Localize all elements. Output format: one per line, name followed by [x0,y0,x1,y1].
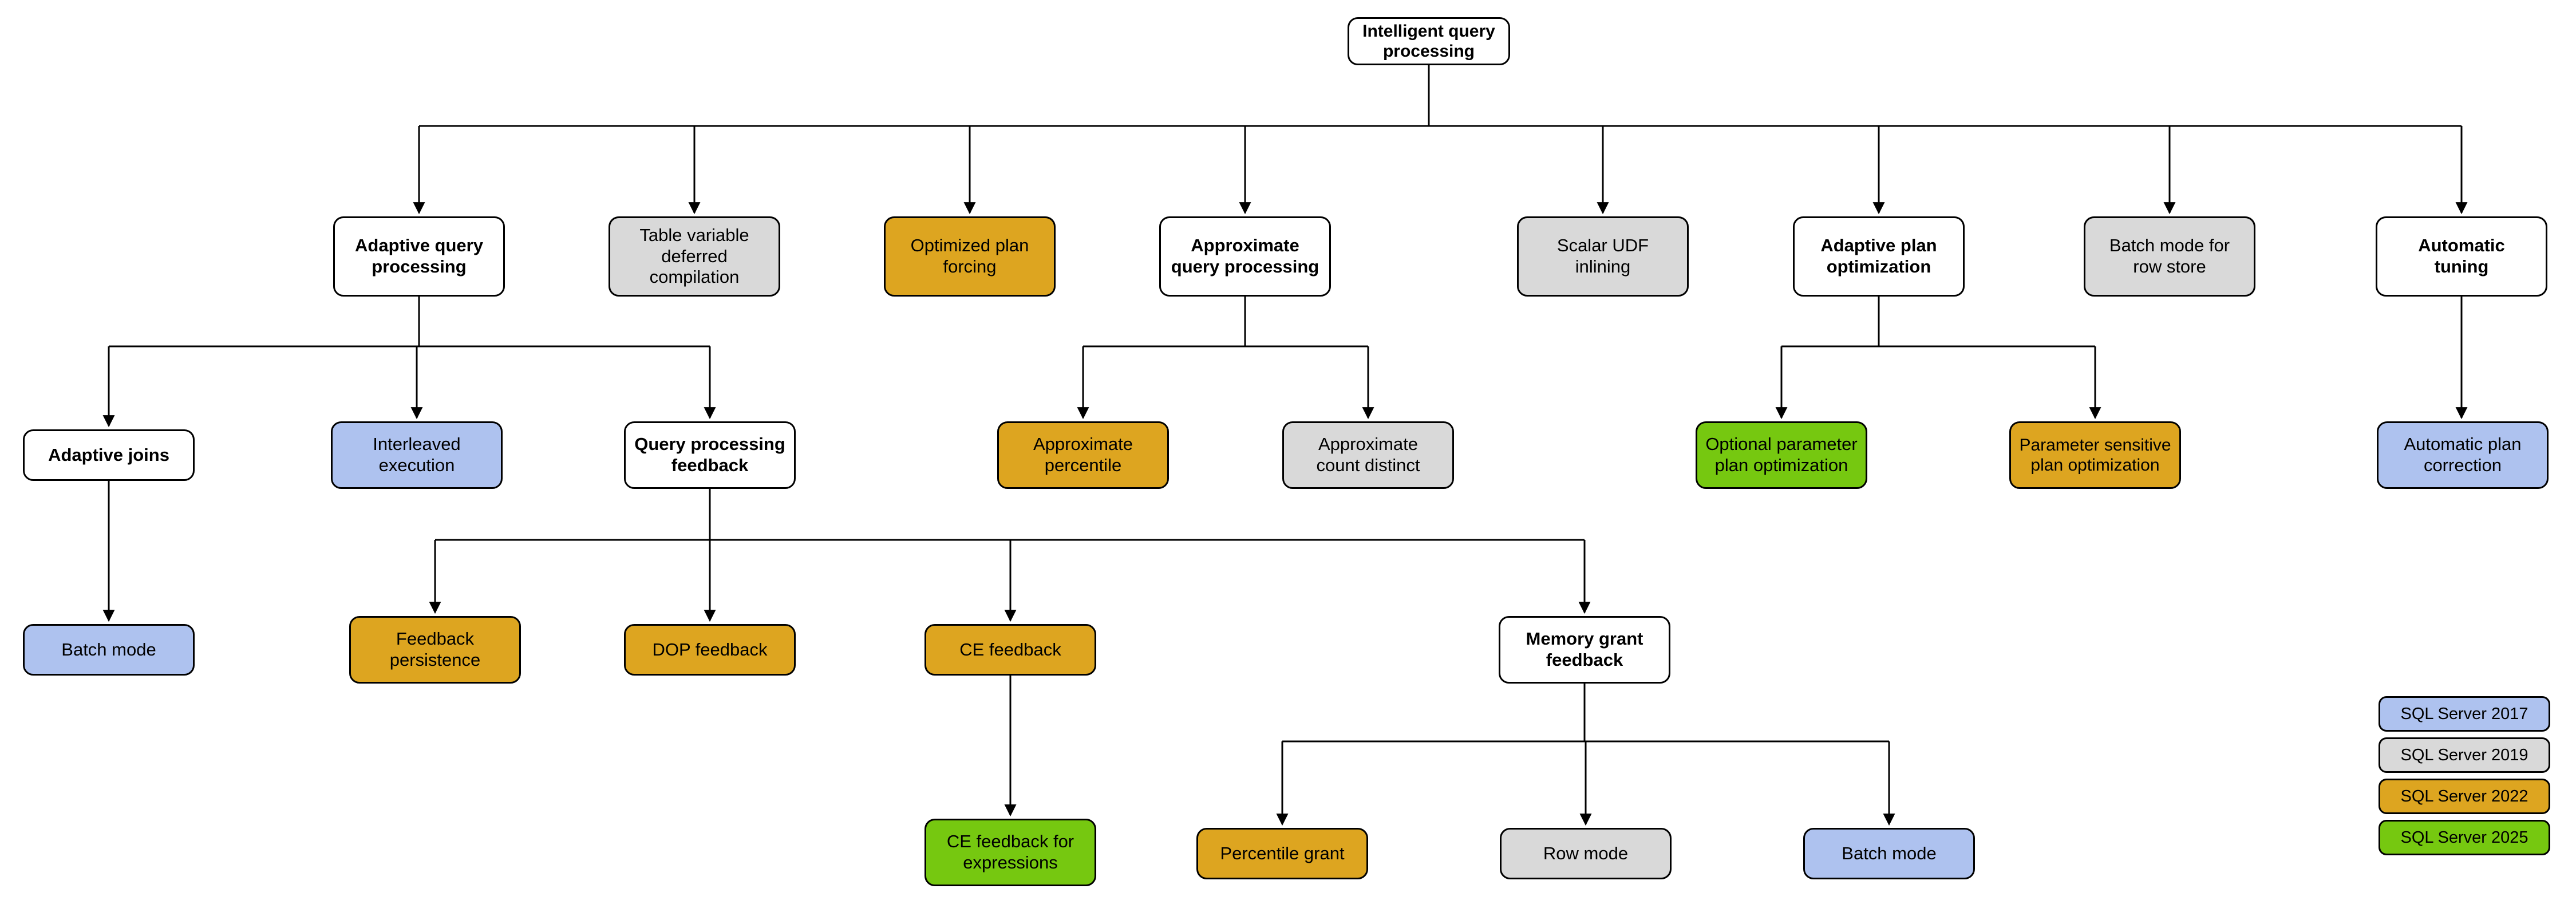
node-aqp[interactable]: Adaptive query processing [333,216,505,297]
node-apo[interactable]: Adaptive plan optimization [1793,216,1965,297]
legend-item-sql-server-2022: SQL Server 2022 [2379,779,2550,814]
node-approxcd[interactable]: Approximate count distinct [1282,421,1454,489]
node-rowmode[interactable]: Row mode [1500,828,1672,879]
node-iqp[interactable]: Intelligent query processing [1348,17,1510,65]
node-apc[interactable]: Automatic plan correction [2377,421,2549,489]
node-oppo[interactable]: Optional parameter plan optimization [1696,421,1867,489]
node-dopfb[interactable]: DOP feedback [624,624,796,676]
node-autotune[interactable]: Automatic tuning [2376,216,2547,297]
node-tvdc[interactable]: Table variable deferred compilation [609,216,780,297]
node-fbpersist[interactable]: Feedback persistence [349,616,521,684]
node-pctgrant[interactable]: Percentile grant [1196,828,1368,879]
legend-item-sql-server-2019: SQL Server 2019 [2379,737,2550,773]
node-bmrs[interactable]: Batch mode for row store [2084,216,2255,297]
node-adaptjoins[interactable]: Adaptive joins [23,429,195,481]
node-batchmode1[interactable]: Batch mode [23,624,195,676]
node-batchmode2[interactable]: Batch mode [1803,828,1975,879]
node-sudf[interactable]: Scalar UDF inlining [1517,216,1689,297]
legend-item-sql-server-2025: SQL Server 2025 [2379,820,2550,855]
node-cefbexpr[interactable]: CE feedback for expressions [924,819,1096,886]
node-approxpct[interactable]: Approximate percentile [997,421,1169,489]
node-qpf[interactable]: Query processing feedback [624,421,796,489]
legend-item-sql-server-2017: SQL Server 2017 [2379,696,2550,732]
node-pspo[interactable]: Parameter sensitive plan optimization [2009,421,2181,489]
node-approxqp[interactable]: Approximate query processing [1159,216,1331,297]
node-cefb[interactable]: CE feedback [924,624,1096,676]
node-opf[interactable]: Optimized plan forcing [884,216,1056,297]
node-mgf[interactable]: Memory grant feedback [1499,616,1670,684]
node-interleaved[interactable]: Interleaved execution [331,421,503,489]
